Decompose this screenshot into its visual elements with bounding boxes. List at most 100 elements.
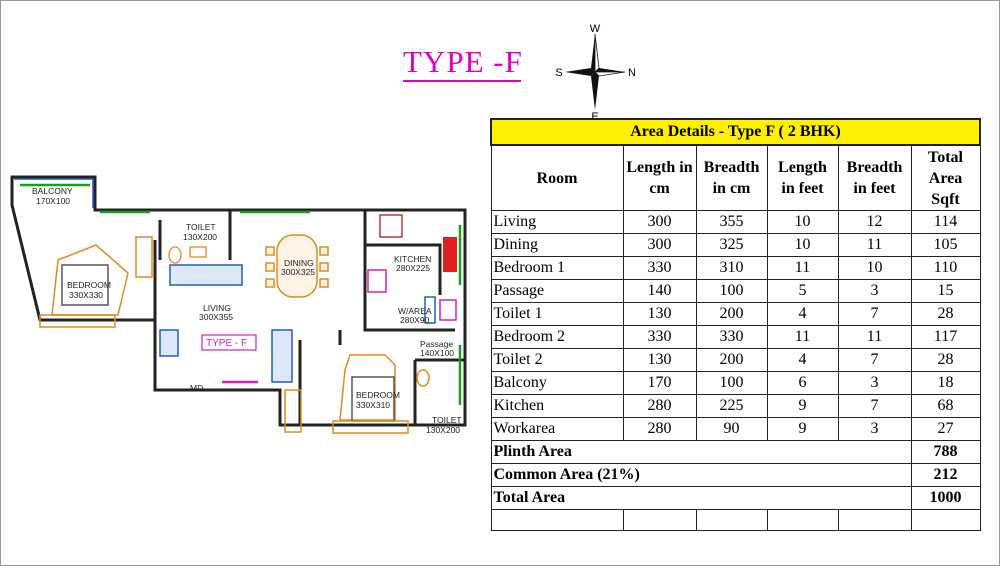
cell-br-ft: 12 — [837, 210, 912, 234]
label-dining-dim: 300X325 — [281, 267, 315, 277]
common-label: Common Area (21%) — [490, 463, 912, 487]
cell-room: Bedroom 2 — [490, 325, 624, 349]
cell-len-cm: 330 — [622, 325, 697, 349]
cell-len-cm: 280 — [622, 417, 697, 441]
table-header-row: Room Length in cm Breadth in cm Length i… — [490, 144, 981, 211]
cell-br-cm: 200 — [695, 348, 768, 372]
cell-room: Workarea — [490, 417, 624, 441]
compass-rose-icon: W N S E — [555, 23, 635, 122]
cell-len-cm: 130 — [622, 348, 697, 372]
cell-br-ft: 11 — [837, 325, 912, 349]
label-balcony-dim: 170X100 — [36, 196, 70, 206]
cell-len-cm: 140 — [622, 279, 697, 303]
label-toilet2: TOILET — [432, 415, 462, 425]
dining-table — [265, 234, 329, 298]
label-dining: DINING — [284, 258, 314, 268]
total-label: Total Area — [490, 486, 912, 510]
label-kitchen: KITCHEN — [394, 254, 431, 264]
cell-area: 68 — [910, 394, 981, 418]
label-toilet1: TOILET — [186, 222, 216, 232]
cell-room: Toilet 1 — [490, 302, 624, 326]
compass-e: E — [591, 111, 598, 122]
plinth-value: 788 — [910, 440, 981, 464]
cell-area: 110 — [910, 256, 981, 280]
label-warea-dim: 280X90 — [400, 315, 430, 325]
header-total-area: Total Area Sqft — [910, 144, 981, 211]
cell-room: Bedroom 1 — [490, 256, 624, 280]
cell-len-cm: 130 — [622, 302, 697, 326]
area-details-table: Area Details - Type F ( 2 BHK) Room Leng… — [490, 118, 981, 531]
cell-br-cm: 225 — [695, 394, 768, 418]
cell-area: 27 — [910, 417, 981, 441]
label-warea: W/AREA — [398, 306, 432, 316]
cell-br-cm: 200 — [695, 302, 768, 326]
header-room: Room — [490, 144, 624, 211]
cell-room: Dining — [490, 233, 624, 257]
cell-len-cm: 280 — [622, 394, 697, 418]
table-caption: Area Details - Type F ( 2 BHK) — [490, 118, 981, 146]
header-length-ft: Length in feet — [766, 144, 839, 211]
label-md: MD — [190, 383, 203, 393]
cell-room: Living — [490, 210, 624, 234]
label-living-dim: 300X355 — [199, 312, 233, 322]
window-lines — [20, 183, 462, 405]
cell-br-ft: 7 — [837, 302, 912, 326]
label-bedroom1: BEDROOM — [67, 280, 111, 290]
cell-len-ft: 4 — [766, 302, 839, 326]
toilet1-fixtures — [168, 246, 207, 264]
label-type-tag: TYPE - F — [206, 338, 247, 349]
cell-len-cm: 330 — [622, 256, 697, 280]
floor-plan: BALCONY 170X100 TOILET 130X200 DINING 30… — [10, 175, 467, 435]
cell-len-ft: 10 — [766, 233, 839, 257]
label-living: LIVING — [203, 303, 231, 313]
cell-len-ft: 4 — [766, 348, 839, 372]
total-row: Total Area 1000 — [490, 486, 981, 510]
cell-br-ft: 7 — [837, 394, 912, 418]
bedroom1-furniture — [39, 236, 153, 328]
cell-len-ft: 11 — [766, 256, 839, 280]
compass-w: W — [590, 23, 601, 35]
compass-n: N — [628, 67, 635, 79]
cell-room: Kitchen — [490, 394, 624, 418]
cell-br-cm: 100 — [695, 371, 768, 395]
cell-area: 114 — [910, 210, 981, 234]
label-bedroom1-dim: 330X330 — [69, 290, 103, 300]
cell-br-cm: 310 — [695, 256, 768, 280]
cell-br-ft: 3 — [837, 417, 912, 441]
total-value: 1000 — [910, 486, 981, 510]
compass-s: S — [555, 67, 562, 79]
cell-br-ft: 10 — [837, 256, 912, 280]
cell-br-ft: 7 — [837, 348, 912, 372]
cell-br-cm: 90 — [695, 417, 768, 441]
cell-area: 28 — [910, 302, 981, 326]
cell-len-ft: 10 — [766, 210, 839, 234]
cell-len-ft: 5 — [766, 279, 839, 303]
label-balcony: BALCONY — [32, 186, 73, 196]
cell-area: 15 — [910, 279, 981, 303]
cell-area: 28 — [910, 348, 981, 372]
cell-br-cm: 100 — [695, 279, 768, 303]
cell-len-cm: 300 — [622, 210, 697, 234]
label-passage-dim: 140X100 — [420, 348, 454, 358]
cell-len-cm: 300 — [622, 233, 697, 257]
cell-area: 105 — [910, 233, 981, 257]
common-row: Common Area (21%) 212 — [490, 463, 981, 487]
common-value: 212 — [910, 463, 981, 487]
plinth-label: Plinth Area — [490, 440, 912, 464]
cell-br-ft: 3 — [837, 279, 912, 303]
label-kitchen-dim: 280X225 — [396, 263, 430, 273]
cell-br-ft: 11 — [837, 233, 912, 257]
label-passage: Passage — [420, 339, 453, 349]
cell-area: 18 — [910, 371, 981, 395]
header-length-cm: Length in cm — [622, 144, 697, 211]
cell-br-ft: 3 — [837, 371, 912, 395]
cell-room: Toilet 2 — [490, 348, 624, 372]
